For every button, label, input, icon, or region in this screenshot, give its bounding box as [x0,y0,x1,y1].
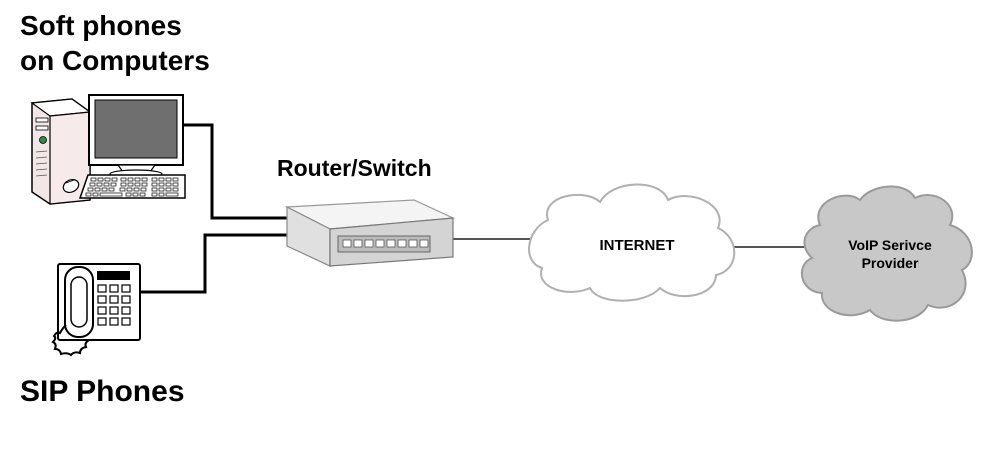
keyboard-keys [85,177,179,197]
connection-lines [141,123,808,294]
desktop-computer-icon [30,94,186,205]
desk-phone-icon [51,263,141,357]
softphones-title-line1: Soft phones [20,10,182,41]
softphones-title-line2: on Computers [20,45,210,76]
internet-cloud-icon: INTERNET [528,183,736,302]
internet-label: INTERNET [600,237,675,254]
router-switch-label: Router/Switch [277,155,432,181]
phone-to-router-line [141,233,287,294]
switch-ports [342,239,429,248]
computer-to-router-line [183,123,287,220]
voip-provider-cloud-icon: VoIP Serivce Provider [800,185,973,322]
voip-label-line1: VoIP Serivce [848,237,932,253]
softphones-title: Soft phones on Computers [20,8,210,78]
phone-keypad [97,284,131,326]
network-switch-icon [284,199,456,267]
sip-phones-title: SIP Phones [20,375,185,408]
voip-label-line2: Provider [862,255,919,271]
